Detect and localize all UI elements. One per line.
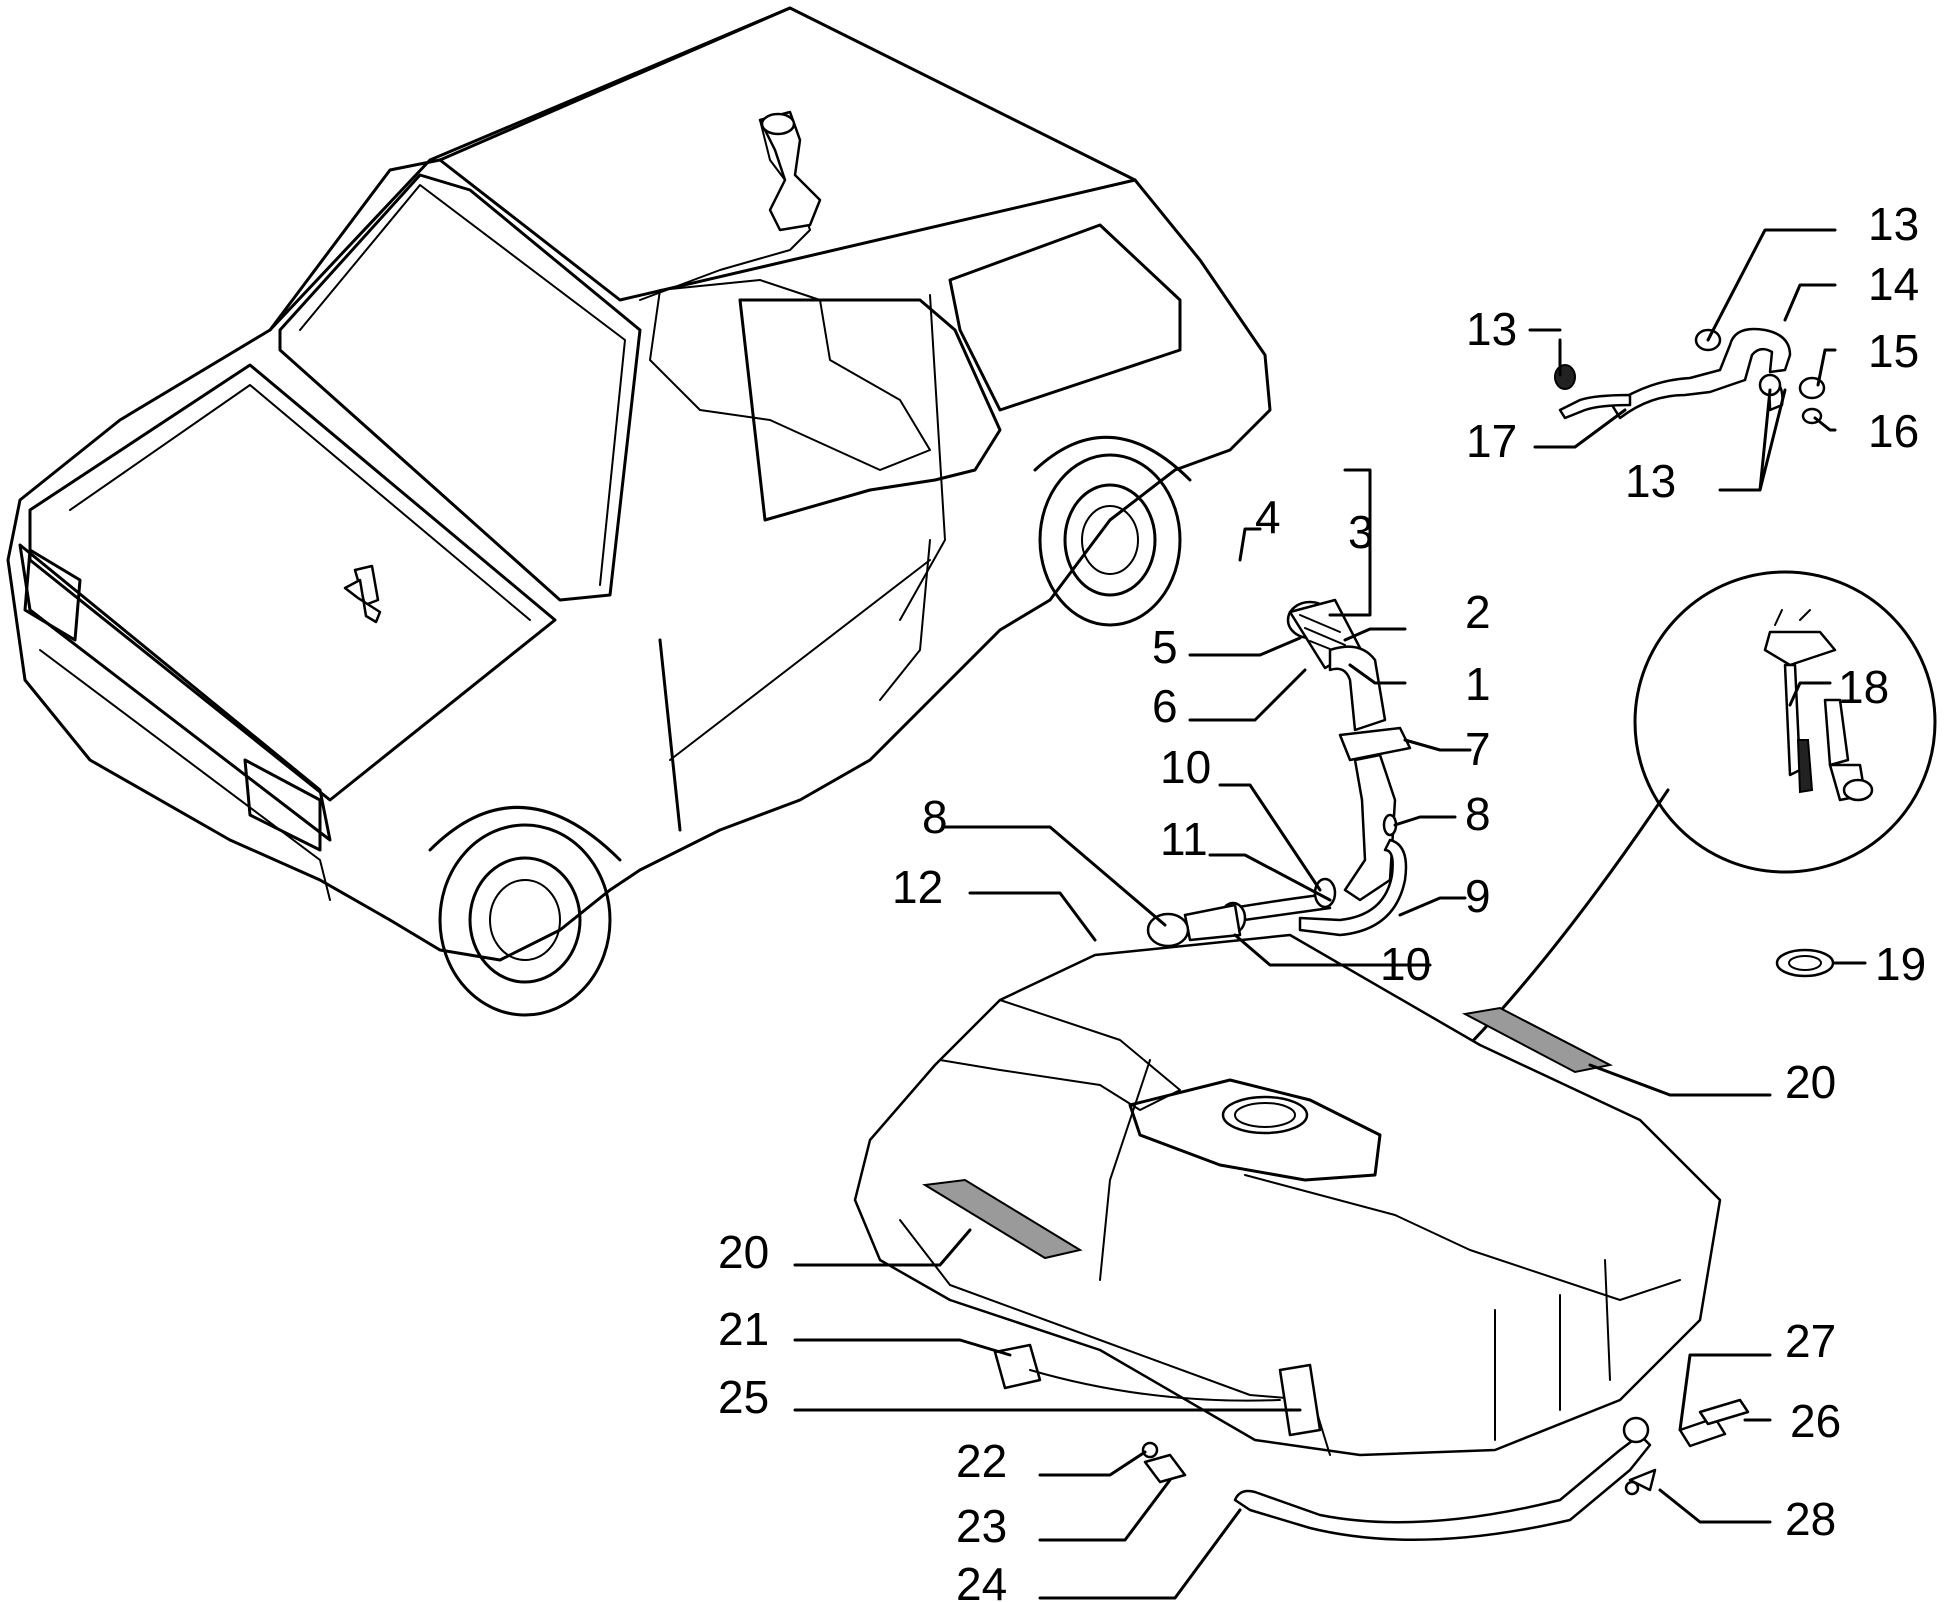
callout-5: 5 <box>1152 621 1178 673</box>
callout-9: 9 <box>1465 870 1491 922</box>
callout-3: 3 <box>1348 506 1374 558</box>
callout-14: 14 <box>1868 258 1919 310</box>
callout-8-pipe: 8 <box>1465 788 1491 840</box>
callout-28: 28 <box>1785 1493 1836 1545</box>
callout-13-left: 13 <box>1466 303 1517 355</box>
fuel-pump-detail <box>1633 570 1937 874</box>
callout-11: 11 <box>1160 813 1208 865</box>
felt-pad-upper <box>1461 1006 1613 1074</box>
callout-12: 12 <box>892 861 943 913</box>
callout-23: 23 <box>956 1500 1007 1552</box>
car-outline <box>6 6 1272 1017</box>
callout-26: 26 <box>1790 1395 1841 1447</box>
callout-18: 18 <box>1838 661 1889 713</box>
callout-19: 19 <box>1875 938 1926 990</box>
callout-4: 4 <box>1255 491 1281 543</box>
callout-7: 7 <box>1465 723 1491 775</box>
felt-pad-lower <box>922 1178 1083 1260</box>
callout-22: 22 <box>956 1435 1007 1487</box>
callout-24: 24 <box>956 1558 1007 1602</box>
callout-8-tank: 8 <box>922 791 948 843</box>
callout-13-top: 13 <box>1868 198 1919 250</box>
fuel-tank <box>853 933 1722 1457</box>
callout-13-bottom: 13 <box>1625 455 1676 507</box>
callout-6: 6 <box>1152 680 1178 732</box>
callout-20-right: 20 <box>1785 1056 1836 1108</box>
callout-10-upper: 10 <box>1160 741 1211 793</box>
callout-16: 16 <box>1868 405 1919 457</box>
callout-27: 27 <box>1785 1315 1836 1367</box>
breather-hoses <box>1554 327 1826 425</box>
callout-25: 25 <box>718 1371 769 1423</box>
filler-neck-assembly <box>343 564 1412 948</box>
callout-2: 2 <box>1465 586 1491 638</box>
callout-numbers: 1 2 3 4 5 6 7 8 8 9 10 10 11 12 13 13 13… <box>718 198 1926 1602</box>
callout-15: 15 <box>1868 325 1919 377</box>
callout-1: 1 <box>1465 658 1491 710</box>
callout-21: 21 <box>718 1303 769 1355</box>
tank-seal-ring <box>1775 948 1835 978</box>
leader-lines <box>793 228 1867 1600</box>
callout-10-lower: 10 <box>1380 938 1431 990</box>
callout-20-left: 20 <box>718 1226 769 1278</box>
callout-17: 17 <box>1466 415 1517 467</box>
tank-straps <box>993 1343 1750 1541</box>
